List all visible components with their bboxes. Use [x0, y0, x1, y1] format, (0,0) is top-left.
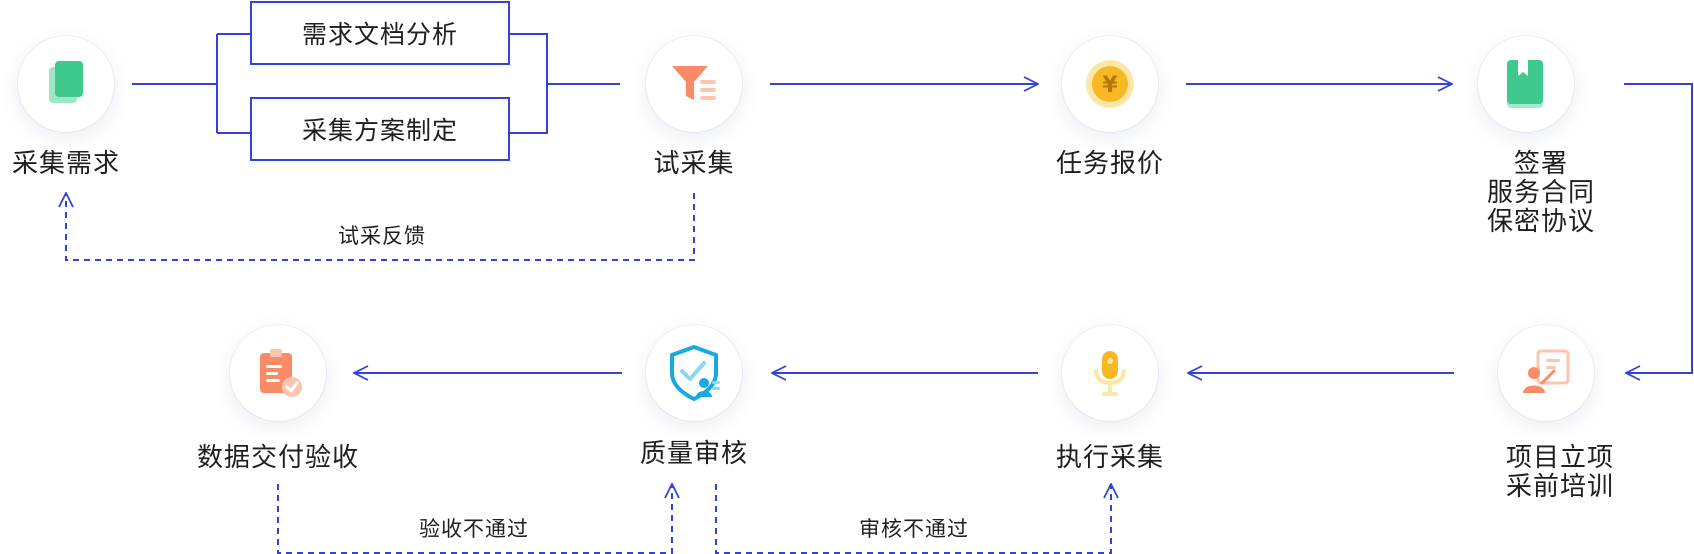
branch-box-top: 需求文档分析 [250, 1, 510, 65]
node-contract [1478, 36, 1574, 132]
label-kickoff: 项目立项 采前培训 [1450, 444, 1670, 502]
label-contract-line-1: 签署 [1513, 149, 1568, 179]
node-requirement [18, 36, 114, 132]
shield-person-icon [670, 344, 720, 402]
feedback-label-acceptance: 验收不通过 [419, 517, 529, 541]
label-requirement: 采集需求 [11, 149, 120, 179]
microphone-icon [1094, 351, 1126, 396]
node-quote: ¥ [1062, 36, 1158, 132]
node-review [646, 325, 742, 421]
label-contract: 签署 服务合同 保密协议 [1431, 150, 1651, 237]
branch-top-text: 需求文档分析 [301, 20, 458, 49]
label-review: 质量审核 [639, 439, 748, 469]
node-trial [646, 36, 742, 132]
label-contract-line-3: 保密协议 [1486, 207, 1595, 237]
funnel-list-icon [672, 66, 716, 100]
dashed-review-fail [715, 484, 1111, 554]
dashed-trial-feedback [66, 193, 695, 261]
label-kickoff-line-1: 项目立项 [1505, 443, 1614, 473]
svg-text:¥: ¥ [1102, 73, 1118, 98]
node-collect [1062, 325, 1158, 421]
label-quote: 任务报价 [1055, 149, 1164, 179]
bookmark-book-icon [1507, 60, 1543, 108]
arrow-contract-to-kickoff [1624, 83, 1693, 373]
clipboard-check-icon [260, 349, 302, 397]
presenter-board-icon [1523, 349, 1570, 393]
label-trial: 试采集 [653, 149, 735, 179]
branch-bottom-text: 采集方案制定 [301, 116, 458, 145]
dashed-acceptance-fail [277, 484, 672, 554]
node-kickoff [1498, 325, 1594, 421]
label-kickoff-line-2: 采前培训 [1505, 472, 1614, 502]
connector-branch-merge [510, 33, 620, 134]
label-delivery: 数据交付验收 [196, 443, 359, 473]
node-delivery [230, 325, 326, 421]
branch-box-bottom: 采集方案制定 [250, 97, 510, 161]
yuan-coin-icon: ¥ [1086, 60, 1134, 108]
label-collect: 执行采集 [1055, 443, 1164, 473]
connector-branch-split [216, 33, 250, 134]
label-contract-line-2: 服务合同 [1486, 178, 1595, 208]
feedback-label-review: 审核不通过 [859, 517, 969, 541]
document-stack-icon [49, 61, 83, 103]
feedback-label-trial: 试采反馈 [338, 224, 426, 248]
